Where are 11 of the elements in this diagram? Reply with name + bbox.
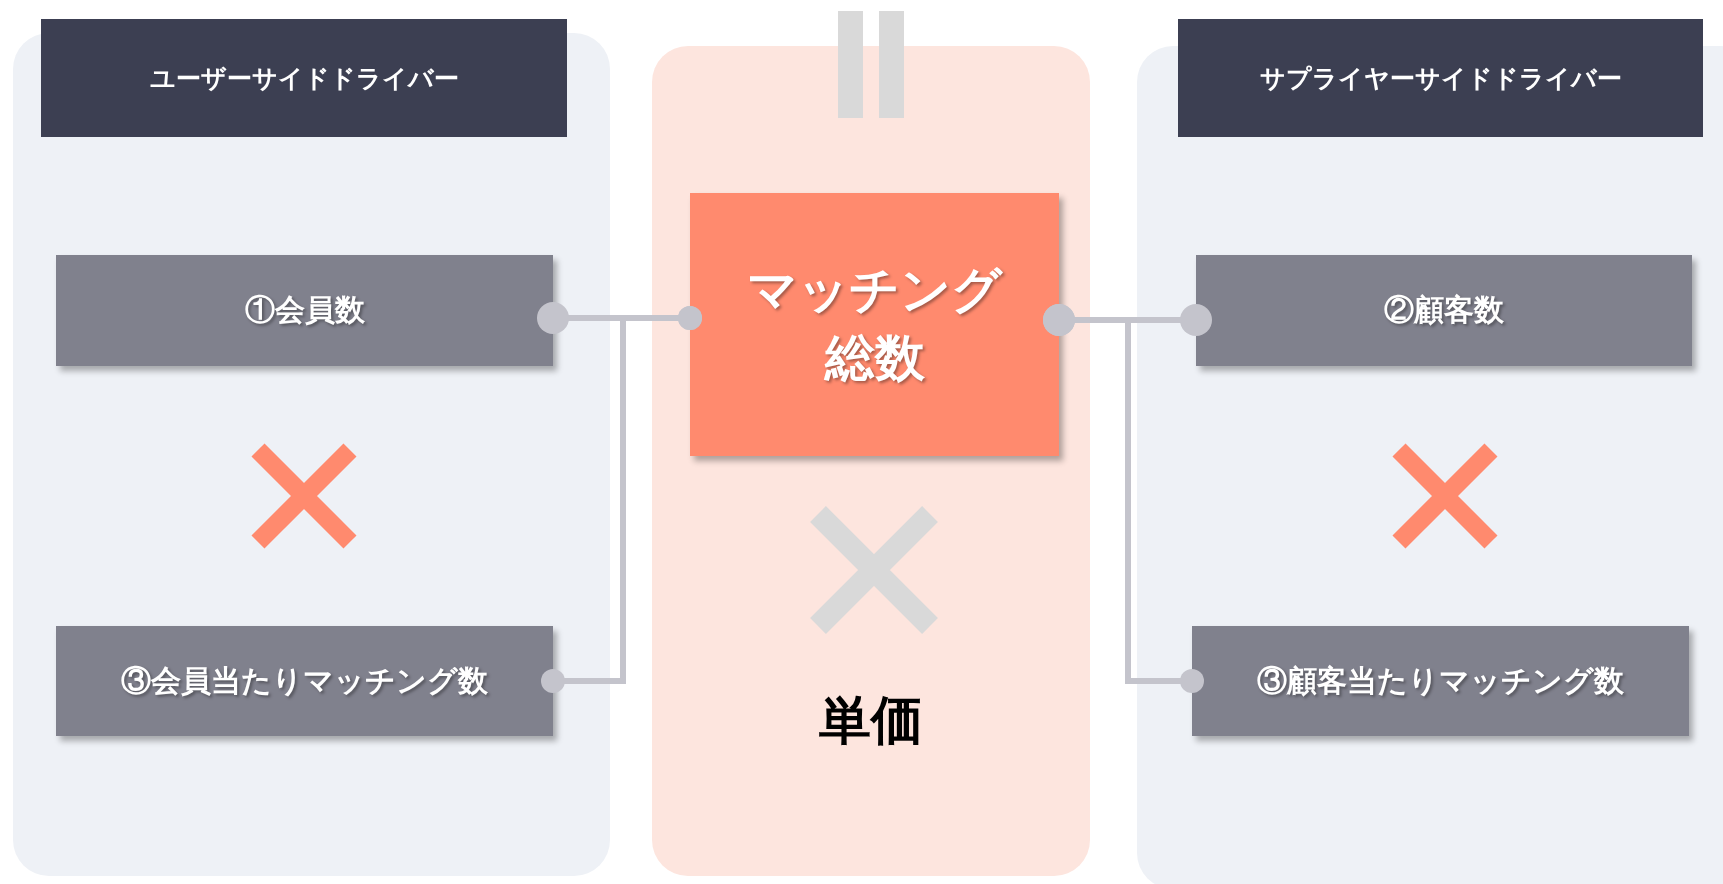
header-bar: サプライヤーサイドドライバー (1178, 19, 1703, 137)
connector (541, 306, 702, 693)
panel (652, 46, 1090, 876)
driver-box: ②顧客数 (1196, 255, 1692, 366)
node-label: 単価 (818, 690, 924, 751)
driver-box: ③会員当たりマッチング数 (56, 626, 553, 736)
connector (1043, 304, 1204, 693)
header-bar: ユーザーサイドドライバー (41, 19, 567, 137)
total-box: マッチング総数 (690, 193, 1059, 456)
driver-box: ①会員数 (56, 255, 553, 366)
driver-box: ③顧客当たりマッチング数 (1192, 626, 1689, 736)
